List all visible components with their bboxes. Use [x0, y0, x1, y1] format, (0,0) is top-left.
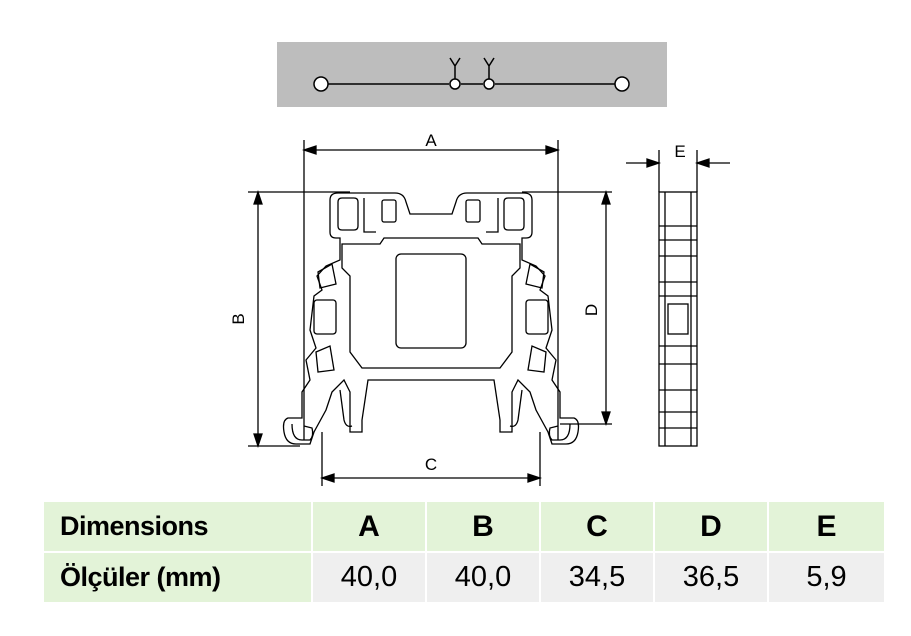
- node-circle-2: [483, 78, 495, 90]
- header-d: D: [653, 502, 768, 552]
- header-c: C: [539, 502, 654, 552]
- dimension-label-e: E: [674, 142, 685, 161]
- value-a: 40,0: [311, 551, 426, 602]
- terminal-circle-left: [313, 76, 329, 92]
- value-d: 36,5: [653, 551, 768, 602]
- header-b: B: [425, 502, 540, 552]
- header-e: E: [767, 502, 884, 552]
- value-e: 5,9: [767, 551, 884, 602]
- value-b: 40,0: [425, 551, 540, 602]
- terminal-side-view: [658, 150, 698, 447]
- value-c: 34,5: [539, 551, 654, 602]
- table-values-row: Ölçüler (mm) 40,0 40,0 34,5 36,5 5,9: [44, 551, 884, 602]
- node-circle-1: [449, 78, 461, 90]
- units-label: Ölçüler (mm): [44, 551, 312, 602]
- dimension-label-b: B: [229, 313, 248, 324]
- table-header-row: Dimensions A B C D E: [44, 502, 884, 552]
- dimension-label-a: A: [425, 131, 437, 150]
- terminal-front-view: [248, 140, 612, 486]
- dimension-label-c: C: [425, 455, 437, 474]
- dimensions-label: Dimensions: [44, 502, 312, 552]
- dimension-lines: [253, 145, 730, 483]
- technical-drawing: A B C D E: [229, 42, 730, 486]
- dimension-label-d: D: [582, 304, 601, 316]
- circuit-symbol: [277, 42, 667, 107]
- symbol-background: [277, 42, 667, 107]
- header-a: A: [311, 502, 426, 552]
- terminal-circle-right: [614, 76, 630, 92]
- dimensions-table: Dimensions A B C D E Ölçüler (mm) 40,0 4…: [44, 502, 884, 602]
